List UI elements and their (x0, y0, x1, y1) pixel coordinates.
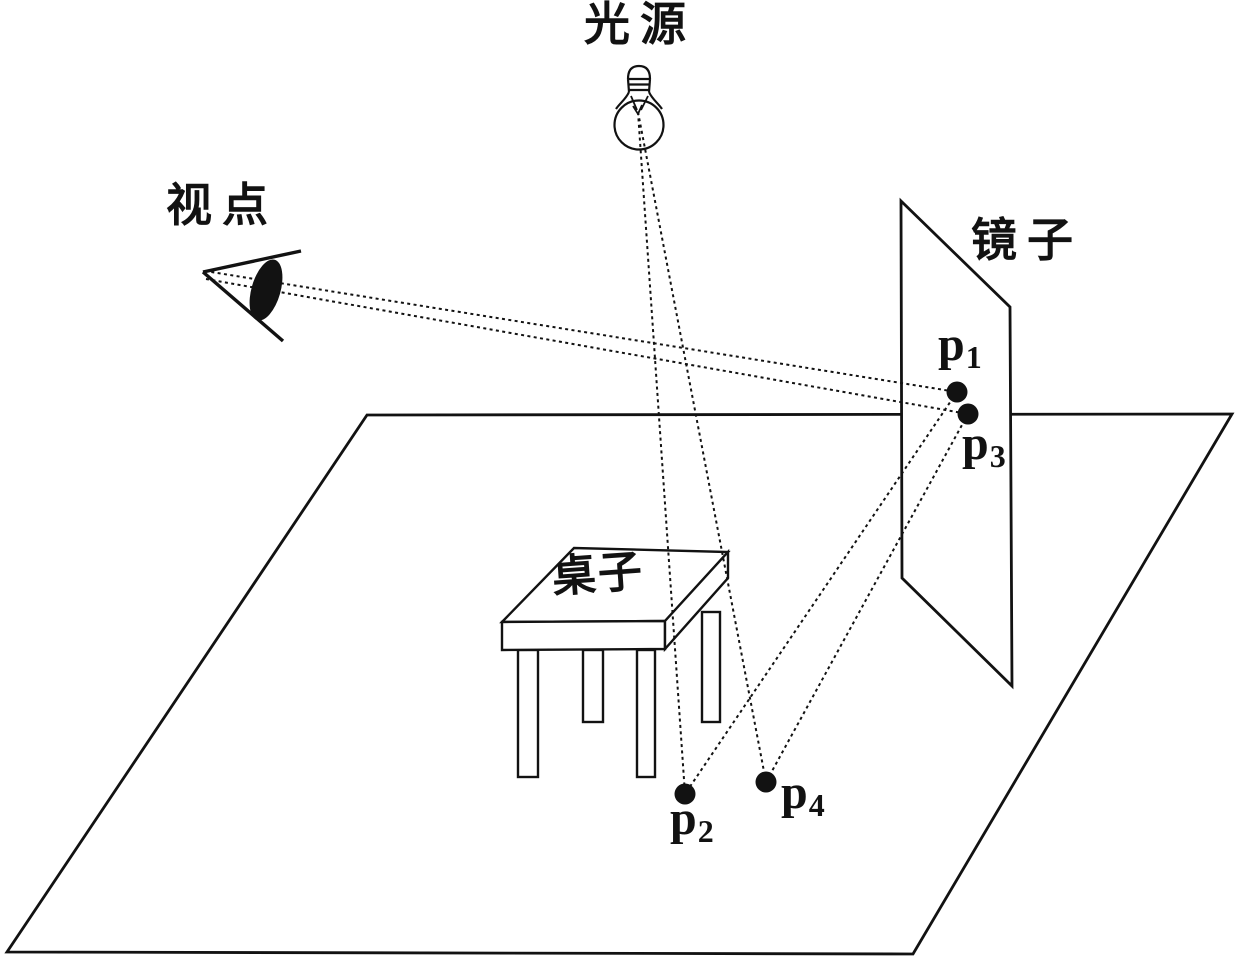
p1-base: p (938, 318, 965, 371)
label-p3: p3 (962, 417, 1006, 473)
p2-base: p (670, 792, 697, 845)
bulb-neck-left (615, 91, 631, 110)
table-front-face (500, 619, 667, 652)
point-dots (674, 381, 979, 805)
eye-lens (249, 259, 283, 321)
label-table: 桌子 (550, 546, 646, 603)
p3-sub: 3 (989, 438, 1006, 474)
mirror-panel (899, 197, 1014, 690)
ray-eye-to-p3 (205, 278, 969, 415)
eye-lower-lid (201, 270, 285, 343)
ray-p1-to-p2 (684, 391, 958, 795)
point-dot-p4 (755, 771, 777, 793)
label-light-source: 光源 (584, 0, 696, 50)
floor-outline (4, 412, 1235, 956)
p4-sub: 4 (808, 787, 825, 823)
bulb-globe (613, 99, 665, 151)
point-dot-p3 (957, 403, 979, 425)
p3-base: p (962, 417, 989, 470)
table-leg-front-left (516, 648, 540, 779)
label-p1: p1 (938, 318, 982, 374)
p2-sub: 2 (697, 813, 714, 849)
label-mirror: 镜子 (971, 215, 1083, 266)
bulb-neck-right (647, 91, 663, 110)
mirror-outline (899, 197, 1014, 690)
table-leg-front-right (635, 648, 657, 779)
point-dot-p1 (946, 381, 968, 403)
eye-upper-lid (202, 249, 302, 274)
light-bulb-icon (613, 64, 665, 151)
eye-icon (201, 249, 302, 343)
label-p4: p4 (781, 766, 825, 822)
floor-plane (4, 412, 1235, 956)
p1-sub: 1 (965, 339, 982, 375)
ray-eye-to-p1 (204, 270, 958, 393)
label-viewpoint: 视点 (166, 180, 278, 231)
ray-light-to-p2 (637, 111, 686, 795)
table-leg-back-left (581, 648, 605, 724)
bulb-cap-dome (626, 64, 652, 80)
table (499, 546, 731, 779)
p4-base: p (781, 766, 808, 819)
table-leg-back-right (700, 610, 722, 724)
bulb-filament (630, 95, 649, 116)
rays (204, 111, 969, 795)
ray-light-to-p4 (637, 111, 767, 783)
point-dot-p2 (674, 783, 696, 805)
label-p2: p2 (670, 792, 714, 848)
